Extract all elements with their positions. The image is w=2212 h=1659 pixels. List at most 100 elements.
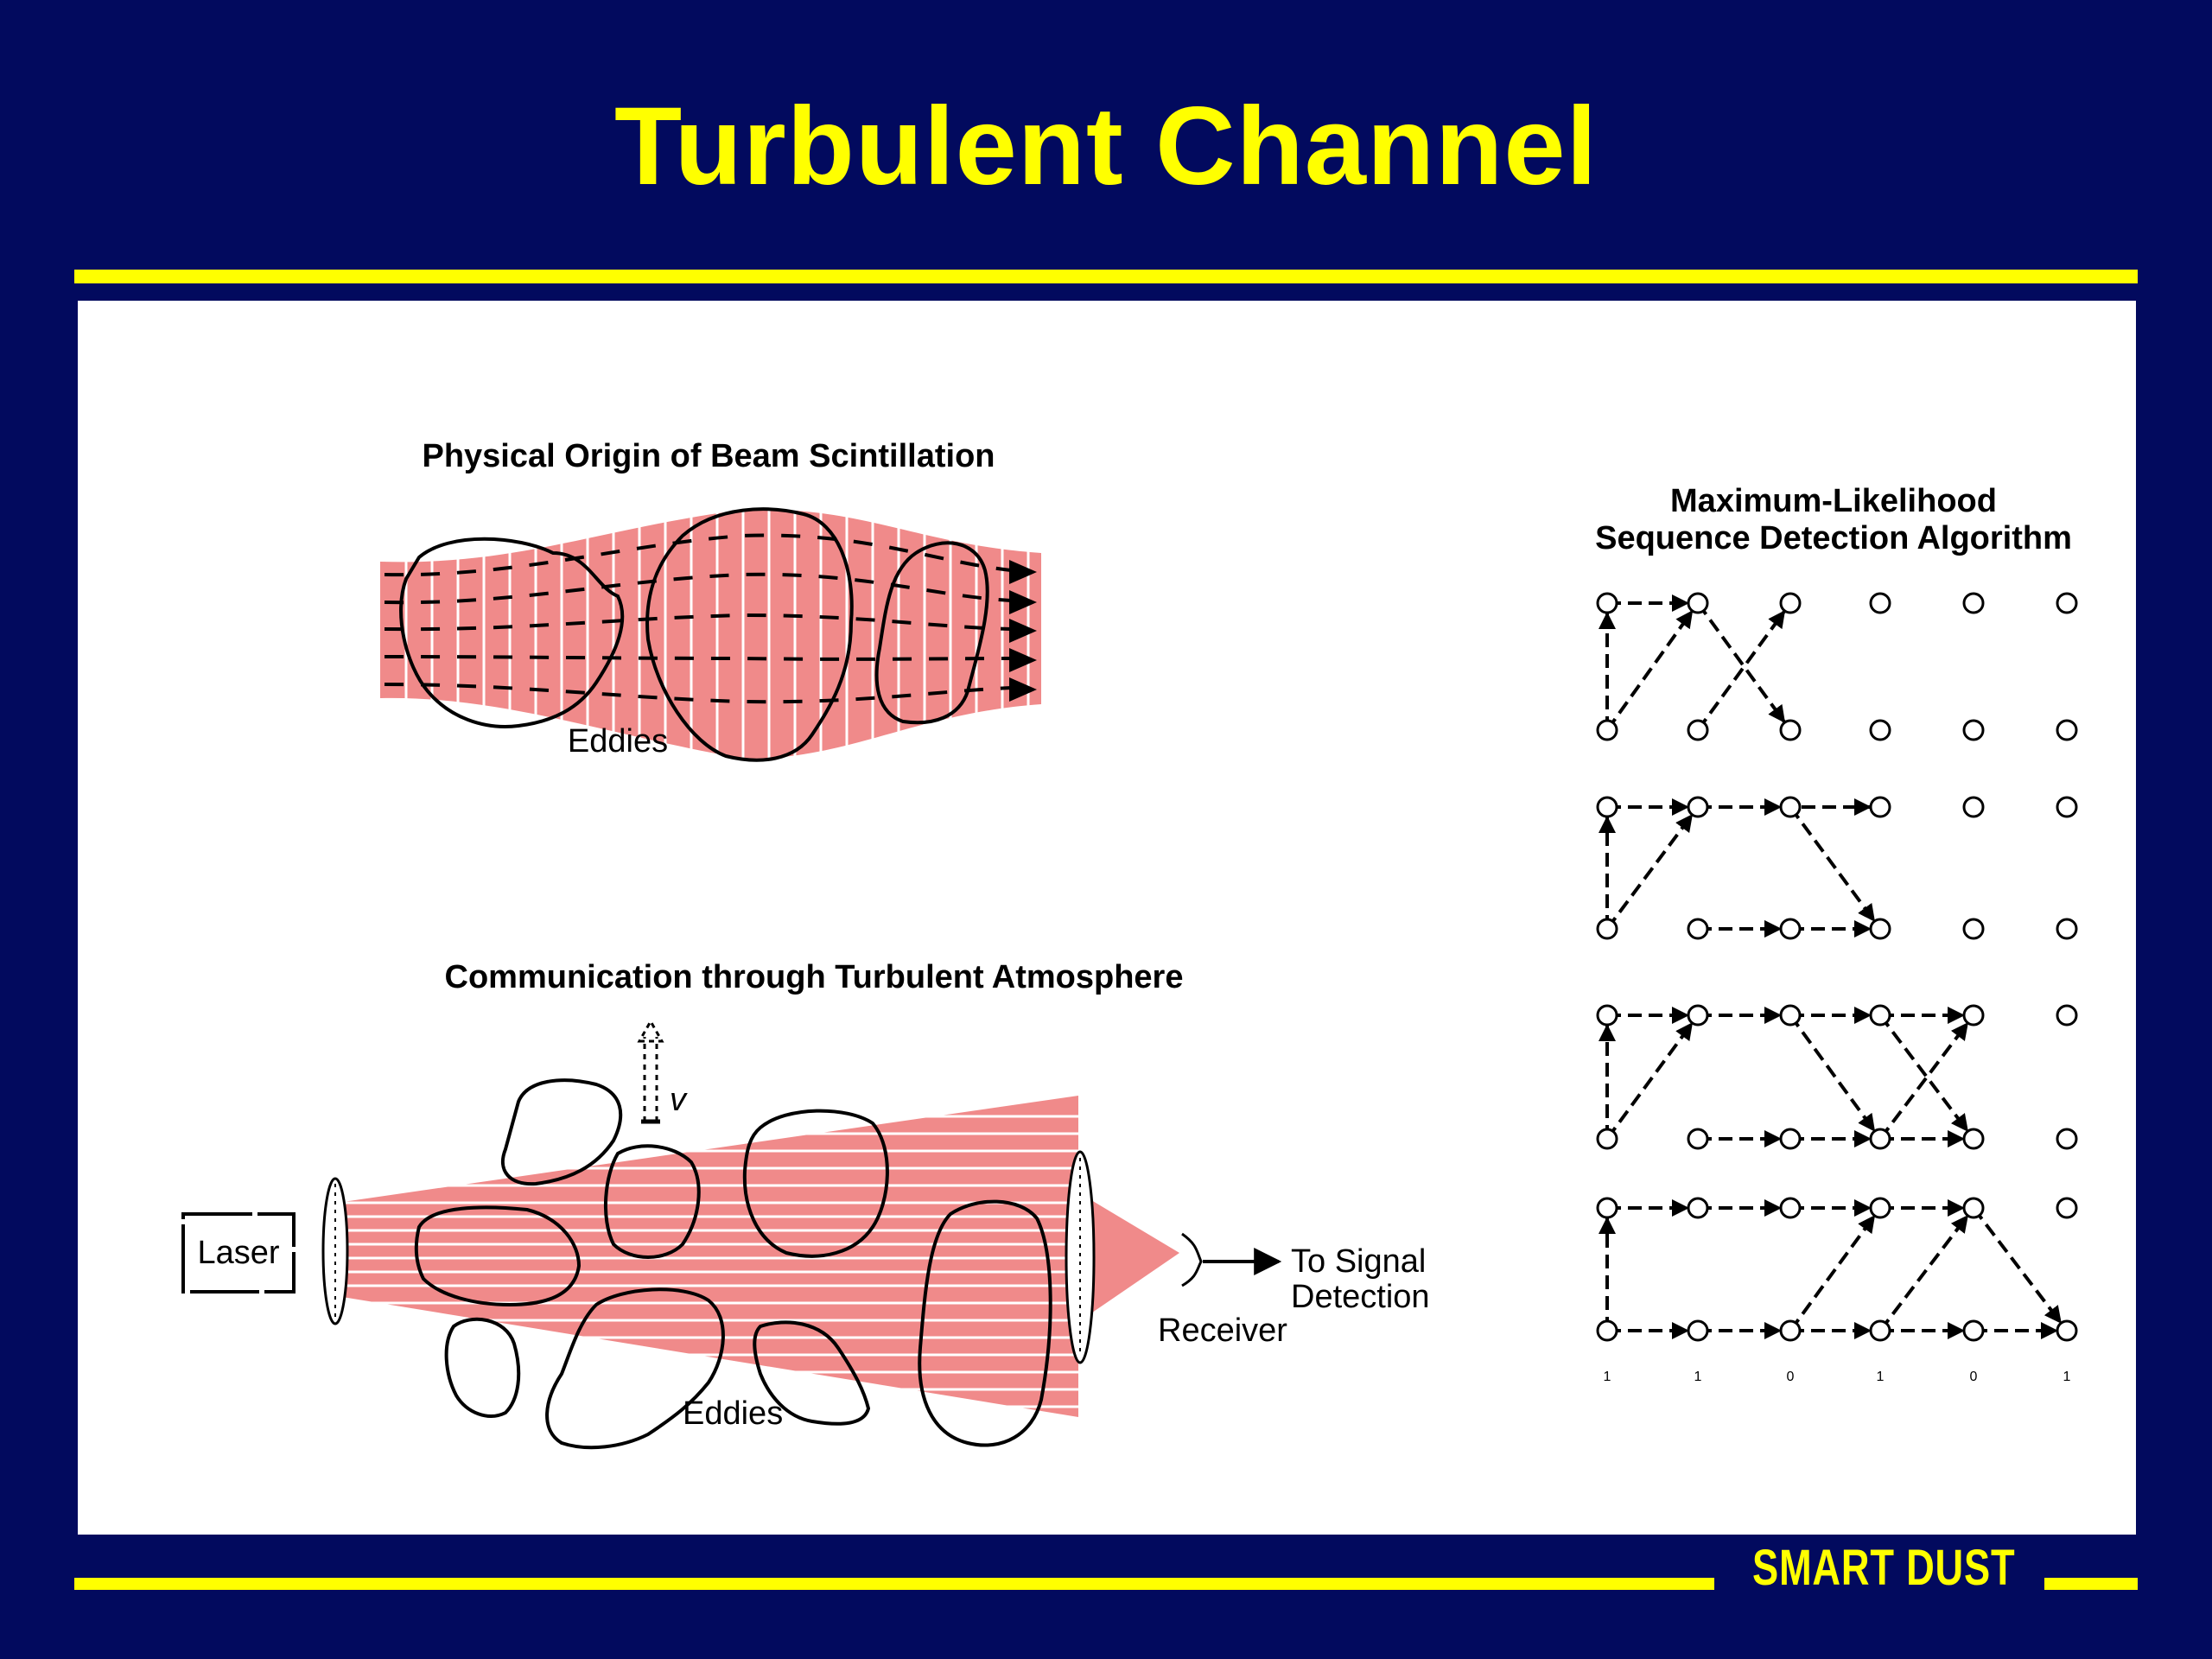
eddy-outline: [918, 1199, 1052, 1447]
beam-hatching: [404, 484, 1030, 778]
trellis-node: [1779, 1197, 1802, 1219]
beam-rays: [384, 533, 1012, 704]
eddy-outline: [414, 1205, 582, 1307]
trellis-branch: [1878, 1214, 1969, 1332]
trellis-branch: [1972, 1206, 2063, 1325]
trellis-branch: [1789, 805, 1876, 922]
eddy-outline: [742, 1109, 889, 1258]
communication-diagram: Communication through Turbulent Atmosphe…: [181, 959, 1430, 1450]
trellis-node: [2056, 796, 2078, 818]
trellis-node: [1687, 1004, 1709, 1027]
trellis-node: [1869, 1128, 1891, 1150]
eddy-outline: [500, 1078, 623, 1186]
slide-title: Turbulent Channel: [613, 85, 1599, 208]
trellis-stages: [1596, 592, 2078, 1342]
trellis-branch: [1605, 1022, 1694, 1141]
trellis-node: [1596, 918, 1618, 940]
eddy-outline: [399, 537, 625, 728]
velocity-label: v: [670, 1082, 688, 1118]
trellis-node: [2056, 918, 2078, 940]
trellis-node: [1687, 1197, 1709, 1219]
footer-rule-left: [74, 1578, 1714, 1590]
trellis-node: [1596, 592, 1618, 614]
trellis-node: [2056, 1197, 2078, 1219]
laser-box: [181, 1212, 296, 1294]
trellis-heading-line2: Sequence Detection Algorithm: [1595, 520, 2072, 556]
trellis-branch: [1696, 610, 1786, 732]
scintillation-beam: [380, 509, 1041, 760]
trellis-stage: [1596, 796, 2078, 940]
trellis-node: [1596, 796, 1618, 818]
output-label-line1: To Signal: [1291, 1243, 1426, 1280]
trellis-node: [1962, 1319, 1985, 1342]
trellis-bit: 0: [1787, 1370, 1795, 1384]
trellis-node: [1779, 592, 1802, 614]
trellis-branch: [1605, 610, 1694, 732]
output-label-line2: Detection: [1291, 1279, 1430, 1315]
receiver-label: Receiver: [1158, 1313, 1287, 1349]
receiver-detector: [1181, 1232, 1203, 1287]
trellis-node: [1779, 796, 1802, 818]
eddy-outline: [874, 541, 989, 725]
trellis-bit: 1: [1877, 1370, 1885, 1384]
footer-rule-right: [2044, 1578, 2138, 1590]
trellis-node: [1962, 1197, 1985, 1219]
trellis-heading-line1: Maximum-Likelihood: [1670, 483, 1997, 519]
receive-lens: [1065, 1150, 1096, 1364]
trellis-stage: [1596, 592, 2078, 741]
beam-arrowheads: [1009, 560, 1037, 702]
communication-eddies-label: Eddies: [683, 1395, 783, 1432]
scintillation-eddies-label: Eddies: [568, 723, 668, 760]
trellis-node: [1687, 918, 1709, 940]
trellis-node: [1596, 1197, 1618, 1219]
trellis-node: [2056, 1128, 2078, 1150]
trellis-node: [1962, 796, 1985, 818]
eddy-outline: [753, 1320, 871, 1426]
trellis-node: [1962, 1128, 1985, 1150]
trellis-node: [1869, 1197, 1891, 1219]
trellis-node: [1869, 918, 1891, 940]
trellis-node: [2056, 719, 2078, 741]
trellis-bit-sequence: 1 1 0 1 0 1: [1604, 1370, 2071, 1384]
trellis-branch: [1878, 1021, 1969, 1141]
trellis-node: [1687, 796, 1709, 818]
trellis-bit: 0: [1970, 1370, 1978, 1384]
transmit-lens: [321, 1177, 349, 1325]
trellis-branch: [1605, 814, 1694, 931]
trellis-node: [1869, 1004, 1891, 1027]
trellis-node: [1779, 1004, 1802, 1027]
eddy-outline: [604, 1144, 701, 1259]
trellis-node: [1596, 719, 1618, 741]
trellis-node: [1869, 592, 1891, 614]
trellis-node: [2056, 1004, 2078, 1027]
scintillation-heading: Physical Origin of Beam Scintillation: [422, 438, 995, 474]
trellis-node: [2056, 1319, 2078, 1342]
trellis-node: [1596, 1319, 1618, 1342]
trellis-node: [1687, 592, 1709, 614]
trellis-node: [1962, 918, 1985, 940]
trellis-node: [1869, 796, 1891, 818]
beam-hatching: [337, 1115, 1080, 1408]
trellis-node: [1962, 592, 1985, 614]
trellis-node: [1869, 1319, 1891, 1342]
trellis-node: [2056, 592, 2078, 614]
eddy-outline: [645, 507, 854, 762]
trellis-branch: [1789, 1215, 1876, 1332]
communication-heading: Communication through Turbulent Atmosphe…: [445, 959, 1184, 995]
trellis-node: [1596, 1128, 1618, 1150]
trellis-bit: 1: [1604, 1370, 1611, 1384]
trellis-branch: [1696, 601, 1786, 723]
trellis-node: [1779, 918, 1802, 940]
trellis-bit: 1: [1694, 1370, 1702, 1384]
trellis-node: [1687, 719, 1709, 741]
eddy-outline: [545, 1287, 725, 1450]
trellis-node: [1962, 719, 1985, 741]
laser-label: Laser: [197, 1235, 279, 1271]
trellis-node: [1779, 1128, 1802, 1150]
trellis-node: [1869, 719, 1891, 741]
trellis-bit: 1: [2063, 1370, 2071, 1384]
trellis-node: [1779, 719, 1802, 741]
trellis-diagram: Maximum-Likelihood Sequence Detection Al…: [1595, 483, 2078, 1384]
trellis-branch: [1878, 1014, 1969, 1133]
trellis-node: [1779, 1319, 1802, 1342]
